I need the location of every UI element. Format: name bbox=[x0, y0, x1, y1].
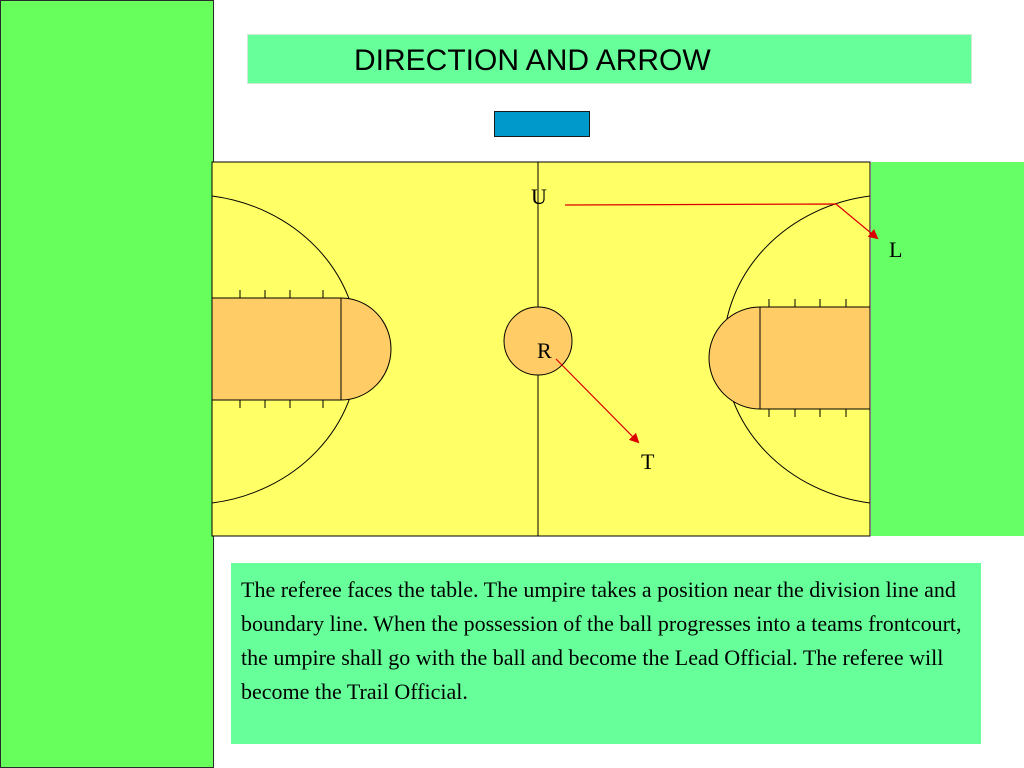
left-key bbox=[211, 297, 392, 401]
umpire-label: U bbox=[531, 184, 547, 209]
right-lane-marks bbox=[768, 299, 847, 417]
left-lane-marks bbox=[239, 290, 324, 408]
right-side-panel bbox=[871, 162, 1024, 536]
referee-label: R bbox=[537, 338, 552, 363]
scorers-table-marker bbox=[494, 111, 590, 137]
lead-label: L bbox=[889, 237, 902, 262]
referee-movement-arrow bbox=[555, 358, 640, 444]
description-text: The referee faces the table. The umpire … bbox=[241, 577, 962, 704]
umpire-movement-arrow bbox=[564, 203, 879, 240]
center-circle bbox=[503, 306, 573, 376]
description-box: The referee faces the table. The umpire … bbox=[231, 563, 981, 744]
right-key bbox=[708, 306, 871, 410]
trail-label: T bbox=[641, 449, 655, 474]
left-side-panel bbox=[0, 0, 214, 768]
title-bar: DIRECTION AND ARROW bbox=[247, 34, 972, 84]
page-title: DIRECTION AND ARROW bbox=[354, 44, 711, 77]
